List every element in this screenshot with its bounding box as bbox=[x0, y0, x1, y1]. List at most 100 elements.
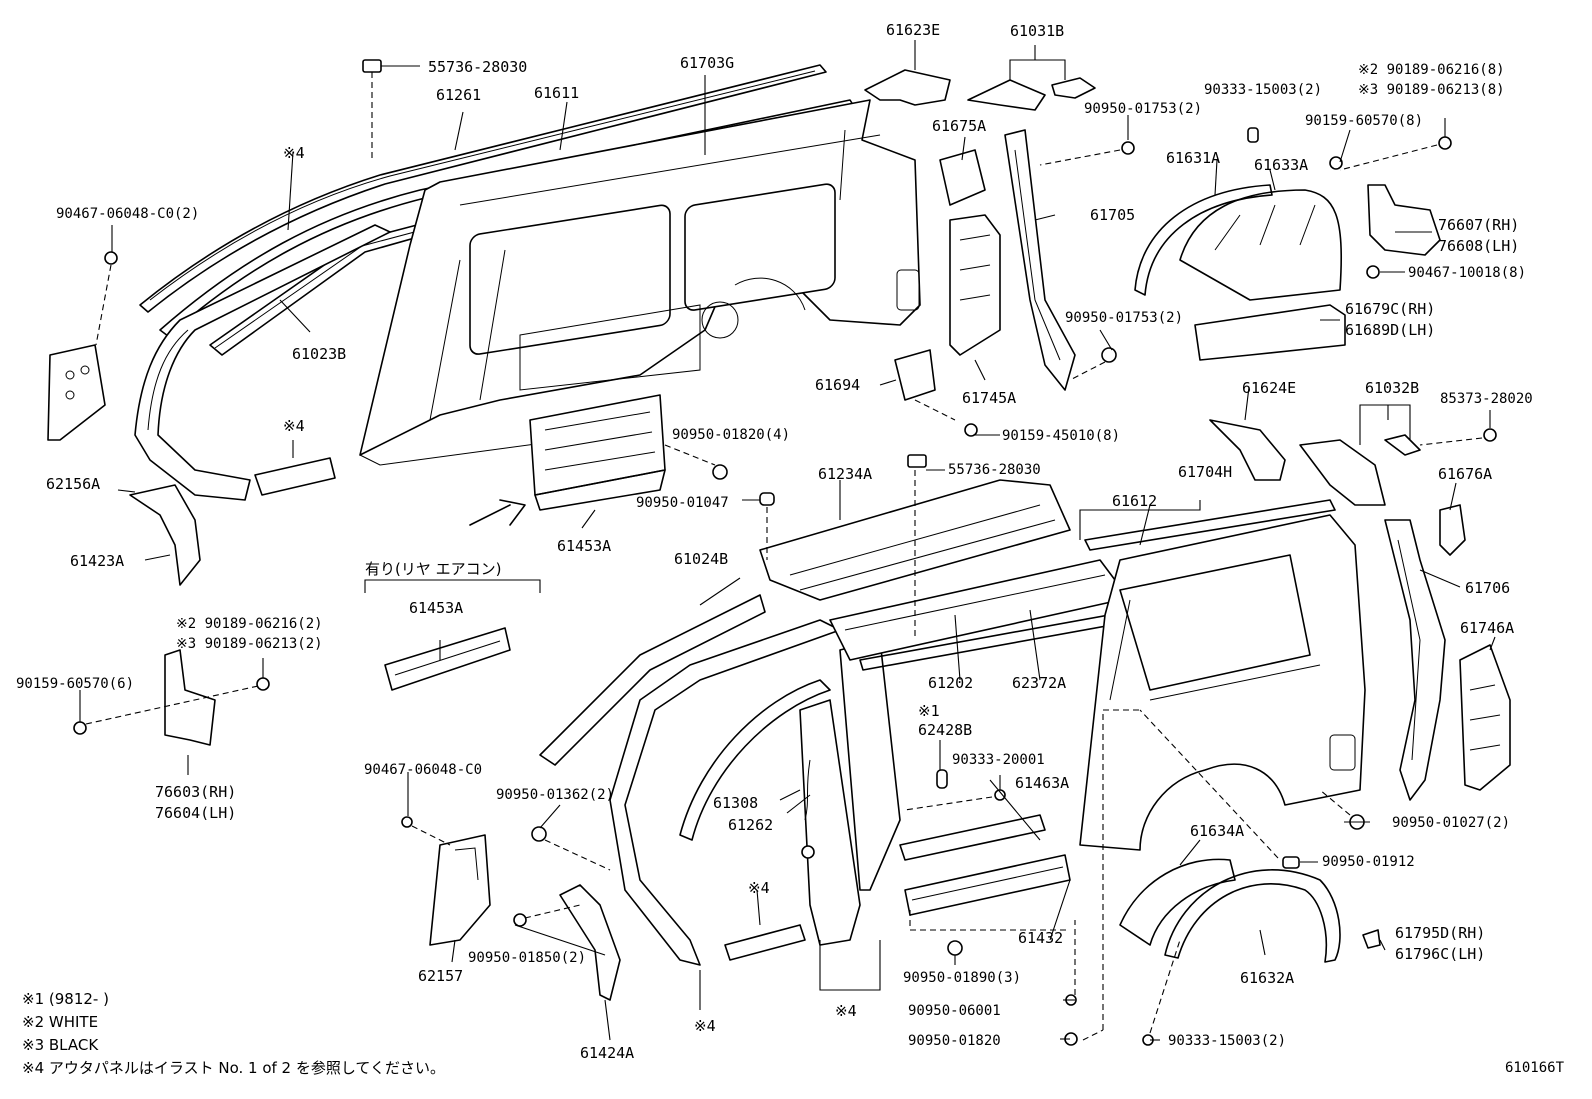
inner-rail-61308 bbox=[679, 679, 831, 841]
label-90189-06213-8: ※3 90189-06213(8) bbox=[1358, 82, 1505, 98]
label-61679C: 61679C(RH) bbox=[1345, 300, 1436, 318]
bracket-61624E bbox=[1209, 419, 1286, 481]
label-90950-01820-4: 90950-01820(4) bbox=[672, 427, 791, 443]
label-61024B: 61024B bbox=[674, 550, 729, 568]
bracket-61424A bbox=[559, 884, 621, 1001]
label-62428B: 62428B bbox=[918, 721, 973, 739]
label-61262: 61262 bbox=[728, 816, 774, 834]
roof-rail-61261 bbox=[139, 64, 827, 313]
label-62156A: 62156A bbox=[46, 475, 101, 493]
footnote-4: ※4 アウタパネルはイラスト No. 1 of 2 を参照してください。 bbox=[22, 1059, 445, 1077]
pillar-61024B bbox=[539, 594, 766, 766]
label-55736-28030-top: 55736-28030 bbox=[428, 58, 528, 76]
cover-61694 bbox=[894, 349, 936, 401]
label-61633A: 61633A bbox=[1254, 156, 1309, 174]
label-note4-a: ※4 bbox=[283, 144, 305, 162]
label-90333-20001: 90333-20001 bbox=[952, 752, 1045, 768]
label-61624E: 61624E bbox=[1242, 379, 1297, 397]
label-61746A: 61746A bbox=[1460, 619, 1515, 637]
label-aircon-note: 有り(リヤ エアコン) bbox=[365, 560, 502, 578]
label-61694: 61694 bbox=[815, 376, 861, 394]
label-62372A: 62372A bbox=[1012, 674, 1067, 692]
bracket-61746A bbox=[1459, 644, 1511, 791]
label-90189-06216-2: ※2 90189-06216(2) bbox=[176, 616, 323, 632]
footnote-1: ※1 (9812- ) bbox=[22, 990, 109, 1008]
label-61705: 61705 bbox=[1090, 206, 1136, 224]
plate-62156A bbox=[47, 344, 106, 441]
arch-61634A bbox=[1119, 858, 1236, 946]
label-90950-01820: 90950-01820 bbox=[908, 1033, 1001, 1049]
label-61676A: 61676A bbox=[1438, 465, 1493, 483]
label-61795D: 61795D(RH) bbox=[1395, 924, 1486, 942]
label-61463A: 61463A bbox=[1015, 774, 1070, 792]
label-61745A: 61745A bbox=[962, 389, 1017, 407]
label-note4-e: ※4 bbox=[694, 1017, 716, 1035]
label-90159-60570-8: 90159-60570(8) bbox=[1305, 113, 1424, 129]
mudguard-76603 bbox=[164, 649, 216, 746]
pillar-61262 bbox=[609, 619, 841, 966]
label-61675A: 61675A bbox=[932, 117, 987, 135]
mudguard-76607 bbox=[1367, 184, 1441, 256]
label-61234A: 61234A bbox=[818, 465, 873, 483]
label-62157: 62157 bbox=[418, 967, 464, 985]
sill-piece-note4-lower bbox=[724, 924, 806, 961]
label-61703G: 61703G bbox=[680, 54, 735, 72]
outer-pillar-left bbox=[134, 224, 391, 501]
label-76607: 76607(RH) bbox=[1438, 216, 1520, 234]
label-90950-01850-2: 90950-01850(2) bbox=[468, 950, 587, 966]
label-76604: 76604(LH) bbox=[155, 804, 237, 822]
label-90950-01362-2: 90950-01362(2) bbox=[496, 787, 615, 803]
label-note4-b: ※4 bbox=[283, 417, 305, 435]
bracket-61623E bbox=[864, 69, 951, 106]
floor-panel-61453A bbox=[529, 394, 666, 511]
label-61632A: 61632A bbox=[1240, 969, 1295, 987]
bracket-61032B bbox=[1299, 434, 1421, 506]
label-61423A: 61423A bbox=[70, 552, 125, 570]
label-85373-28020: 85373-28020 bbox=[1440, 391, 1533, 407]
label-61611: 61611 bbox=[534, 84, 580, 102]
sill-61432 bbox=[904, 854, 1071, 916]
label-61704H: 61704H bbox=[1178, 463, 1233, 481]
label-90950-01027-2: 90950-01027(2) bbox=[1392, 815, 1511, 831]
label-90333-15003-2b: 90333-15003(2) bbox=[1168, 1033, 1287, 1049]
bracket-61423A bbox=[129, 484, 201, 586]
label-90950-01753-2b: 90950-01753(2) bbox=[1065, 310, 1184, 326]
footnote-3: ※3 BLACK bbox=[22, 1036, 99, 1054]
label-61031B: 61031B bbox=[1010, 22, 1065, 40]
leader-lines bbox=[79, 40, 1496, 1041]
label-90159-45010-8: 90159-45010(8) bbox=[1002, 428, 1121, 444]
wheelhouse-61633A bbox=[1179, 189, 1343, 301]
label-61032B: 61032B bbox=[1365, 379, 1420, 397]
label-61796C: 61796C(LH) bbox=[1395, 945, 1486, 963]
label-90950-01753-2a: 90950-01753(2) bbox=[1084, 101, 1203, 117]
quarter-panel-61704H bbox=[1079, 514, 1366, 851]
label-61634A: 61634A bbox=[1190, 822, 1245, 840]
arch-61632A bbox=[1164, 869, 1341, 963]
pillar-61706 bbox=[1384, 519, 1446, 801]
label-90467-10018-8: 90467-10018(8) bbox=[1408, 265, 1527, 281]
pillar-61705 bbox=[1004, 129, 1076, 391]
clip-61795D bbox=[1362, 929, 1381, 949]
quarter-inner-61612 bbox=[1084, 499, 1336, 551]
label-76603: 76603(RH) bbox=[155, 783, 237, 801]
label-90189-06216-8: ※2 90189-06216(8) bbox=[1358, 62, 1505, 78]
label-90950-01047: 90950-01047 bbox=[636, 495, 729, 511]
label-61424A: 61424A bbox=[580, 1044, 635, 1062]
figure-code: 610166T bbox=[1505, 1060, 1565, 1076]
label-90467-06048-C0: 90467-06048-C0 bbox=[364, 762, 483, 778]
bracket-61031B bbox=[967, 77, 1096, 111]
label-61023B: 61023B bbox=[292, 345, 347, 363]
label-76608: 76608(LH) bbox=[1438, 237, 1520, 255]
label-90333-15003-2a: 90333-15003(2) bbox=[1204, 82, 1323, 98]
label-90159-60570-6: 90159-60570(6) bbox=[16, 676, 135, 692]
label-90189-06213-2: ※3 90189-06213(2) bbox=[176, 636, 323, 652]
label-90950-01890-3: 90950-01890(3) bbox=[903, 970, 1022, 986]
label-55736-28030-mid: 55736-28030 bbox=[948, 462, 1041, 478]
label-note1: ※1 bbox=[918, 702, 940, 720]
label-61612: 61612 bbox=[1112, 492, 1158, 510]
bracket-61745A bbox=[949, 214, 1001, 356]
label-61308: 61308 bbox=[713, 794, 759, 812]
label-61453A-a: 61453A bbox=[557, 537, 612, 555]
label-90950-06001: 90950-06001 bbox=[908, 1003, 1001, 1019]
